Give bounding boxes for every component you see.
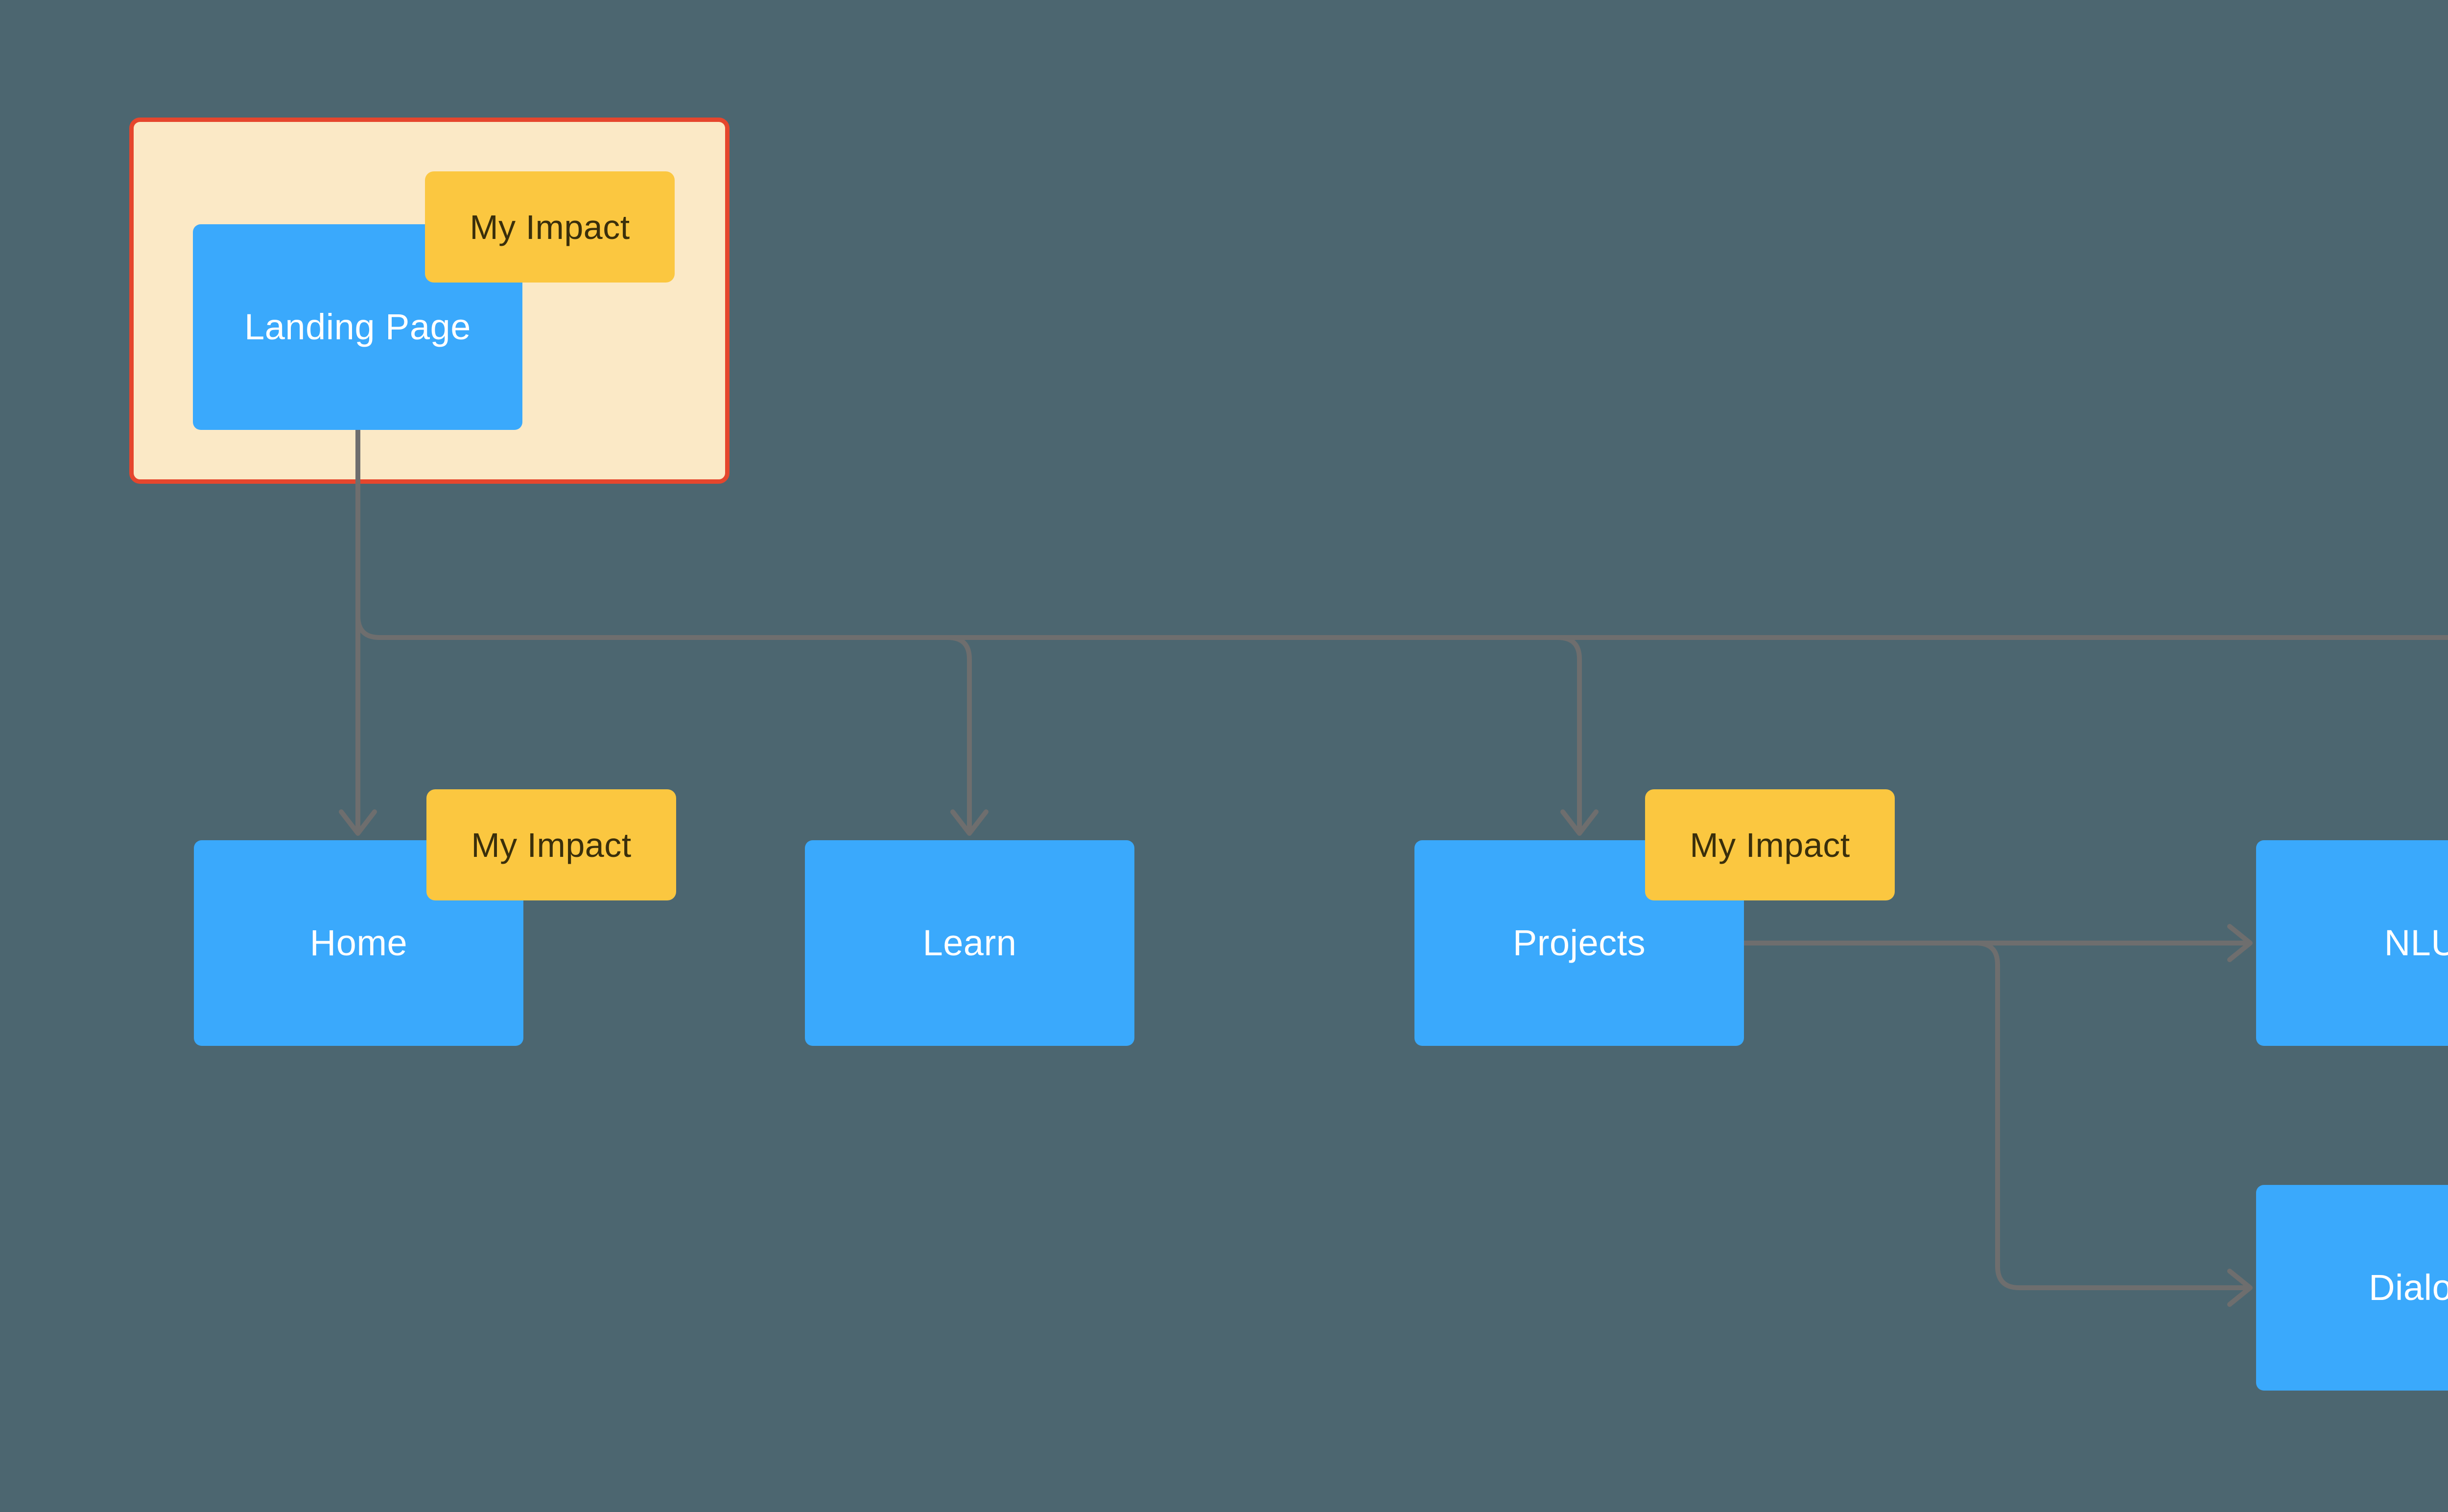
badge-landing-page-label: My Impact: [470, 208, 630, 246]
arrowhead-into-home: [339, 809, 377, 836]
edge-drop-projects: [1557, 635, 1582, 831]
edge-drop-learn: [947, 635, 972, 831]
node-nlu[interactable]: NLU: [2256, 840, 2448, 1046]
arrowhead-into-projects: [1560, 809, 1599, 836]
node-projects-label: Projects: [1512, 922, 1646, 963]
node-dialog[interactable]: Dialog: [2256, 1185, 2448, 1391]
node-home-label: Home: [309, 922, 408, 963]
node-landing-page-label: Landing Page: [244, 307, 471, 347]
node-dialog-label: Dialog: [2369, 1267, 2448, 1308]
badge-home-my-impact[interactable]: My Impact: [426, 789, 676, 900]
node-learn-label: Learn: [922, 922, 1017, 963]
edge-projects-dialog: [1976, 941, 2246, 1290]
badge-home-label: My Impact: [471, 826, 632, 864]
badge-projects-my-impact[interactable]: My Impact: [1645, 789, 1895, 900]
node-nlu-label: NLU: [2384, 922, 2448, 963]
node-learn[interactable]: Learn: [805, 840, 1134, 1046]
badge-landing-page-my-impact[interactable]: My Impact: [425, 171, 675, 283]
badge-projects-label: My Impact: [1690, 826, 1850, 864]
arrowhead-into-nlu: [2227, 924, 2253, 962]
arrowhead-into-dialog: [2227, 1269, 2253, 1307]
edge-trunk-horizontal-to-manage: [355, 615, 2448, 640]
arrowhead-into-learn: [950, 809, 989, 836]
